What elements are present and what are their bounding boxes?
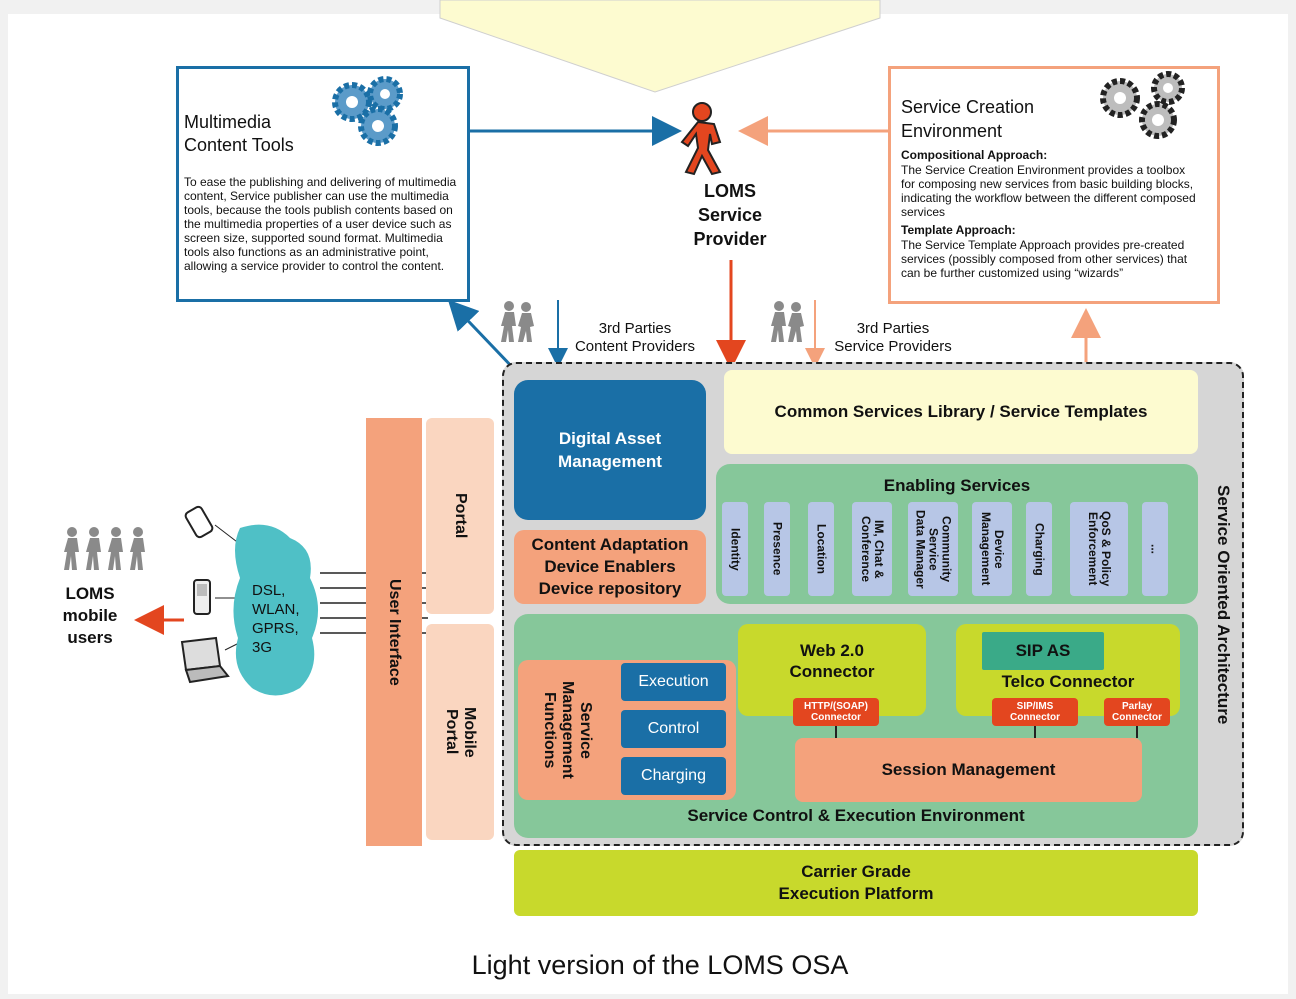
- sip-ims-connector[interactable]: SIP/IMS Connector: [992, 698, 1078, 726]
- top-callout-shape: [439, 0, 881, 93]
- multimedia-tools-box: [176, 66, 470, 302]
- carrier-label-2: Execution Platform: [778, 884, 934, 903]
- content-adaptation-label-2: Device Enablers: [544, 557, 676, 576]
- user-interface-bar[interactable]: User Interface: [366, 418, 422, 846]
- mobile-portal-box[interactable]: Mobile Portal: [426, 624, 494, 840]
- enabling-services-title: Enabling Services: [883, 476, 1031, 495]
- content-providers-people-icon: [501, 301, 534, 342]
- sip-ims-label-1: SIP/IMS: [1016, 701, 1054, 712]
- smartphone-icon: [193, 579, 211, 615]
- enabling-service-im-chat[interactable]: IM, Chat &Conference: [852, 502, 892, 596]
- session-management-label: Session Management: [881, 760, 1056, 779]
- multimedia-tools-title-2: Content Tools: [184, 135, 294, 155]
- dam-label-2: Management: [558, 452, 662, 471]
- smf-label-2: Management: [559, 681, 576, 779]
- enabling-service-charging[interactable]: Charging: [1026, 502, 1052, 596]
- carrier-label-1: Carrier Grade: [801, 862, 911, 881]
- provider-label-1: LOMS: [704, 181, 756, 201]
- execution-button[interactable]: Execution: [621, 663, 726, 701]
- http-connector-label-2: Connector: [811, 712, 861, 723]
- web20-label-1: Web 2.0: [800, 641, 864, 660]
- sip-as-box[interactable]: SIP AS: [982, 632, 1104, 670]
- sce-template-text: The Service Template Approach provides p…: [901, 238, 1188, 280]
- figure-caption: Light version of the LOMS OSA: [471, 950, 849, 980]
- users-label-3: users: [67, 628, 113, 647]
- enabling-service-location[interactable]: Location: [808, 502, 834, 596]
- service-providers-people-icon: [771, 301, 804, 342]
- users-label-2: mobile: [62, 606, 118, 625]
- sce-compositional-heading: Compositional Approach:: [901, 148, 1048, 162]
- digital-asset-management-box[interactable]: Digital Asset Management: [514, 380, 706, 520]
- carrier-grade-platform-box[interactable]: Carrier Grade Execution Platform: [514, 850, 1198, 916]
- provider-label-2: Service: [697, 205, 763, 225]
- users-label-1: LOMS: [65, 584, 115, 603]
- smf-label-wrapper: Service Management Functions: [524, 664, 610, 796]
- content-providers-label-2: Content Providers: [574, 338, 696, 355]
- http-connector-label-1: HTTP/(SOAP): [804, 701, 868, 712]
- scee-label: Service Control & Execution Environment: [687, 806, 1025, 825]
- laptop-icon: [180, 636, 230, 684]
- service-providers-label-1: 3rd Parties: [856, 320, 930, 337]
- charging-button[interactable]: Charging: [621, 757, 726, 795]
- user-interface-label: User Interface: [386, 578, 403, 686]
- enabling-service-more[interactable]: ...: [1142, 502, 1168, 596]
- network-label-2: WLAN,: [252, 601, 300, 618]
- mobile-phone-icon: [184, 505, 214, 539]
- sce-compositional-text: The Service Creation Environment provide…: [901, 163, 1196, 219]
- parlay-connector[interactable]: Parlay Connector: [1104, 698, 1170, 726]
- sce-title-1: Service Creation: [901, 97, 1035, 117]
- soa-label: Service Oriented Architecture: [1214, 485, 1233, 725]
- session-management-box[interactable]: Session Management: [795, 738, 1142, 802]
- portal-label: Portal: [452, 493, 469, 539]
- common-services-box[interactable]: Common Services Library / Service Templa…: [724, 370, 1198, 454]
- soa-label-wrapper: Service Oriented Architecture: [1205, 430, 1241, 780]
- web20-connector-box[interactable]: Web 2.0 Connector: [738, 624, 926, 716]
- mobile-portal-label-2: Portal: [443, 709, 460, 755]
- http-soap-connector[interactable]: HTTP/(SOAP) Connector: [793, 698, 879, 726]
- dam-label-1: Digital Asset: [558, 429, 662, 448]
- mobile-portal-label-1: Mobile: [461, 706, 478, 758]
- mobile-users-people-icon: [64, 527, 145, 570]
- enabling-service-presence[interactable]: Presence: [764, 502, 790, 596]
- multimedia-tools-title-1: Multimedia: [184, 112, 272, 132]
- network-label-3: GPRS,: [252, 620, 299, 637]
- portal-box[interactable]: Portal: [426, 418, 494, 614]
- smf-label-1: Service: [577, 701, 594, 759]
- sip-ims-label-2: Connector: [1010, 712, 1060, 723]
- multimedia-tools-description: To ease the publishing and delivering of…: [184, 175, 457, 273]
- gray-gears-icon: [1100, 71, 1185, 139]
- content-adaptation-label-1: Content Adaptation: [531, 535, 689, 554]
- common-services-label: Common Services Library / Service Templa…: [774, 402, 1148, 421]
- service-providers-label-2: Service Providers: [834, 338, 952, 355]
- arrow-dam-to-tools: [447, 299, 517, 372]
- web20-label-2: Connector: [789, 662, 875, 681]
- service-provider-person-icon: [680, 102, 722, 176]
- provider-label-3: Provider: [693, 229, 767, 249]
- content-adaptation-box[interactable]: Content Adaptation Device Enablers Devic…: [514, 530, 706, 604]
- parlay-label-2: Connector: [1112, 712, 1162, 723]
- parlay-label-1: Parlay: [1121, 701, 1153, 712]
- control-button[interactable]: Control: [621, 710, 726, 748]
- network-label-4: 3G: [252, 639, 273, 656]
- network-cloud-shape: [233, 524, 319, 696]
- telco-connector-label: Telco Connector: [1001, 672, 1135, 691]
- smf-label-3: Functions: [541, 691, 558, 769]
- sce-template-heading: Template Approach:: [901, 223, 1016, 237]
- enabling-service-identity[interactable]: Identity: [722, 502, 748, 596]
- content-adaptation-label-3: Device repository: [538, 579, 682, 598]
- content-providers-label-1: 3rd Parties: [598, 320, 672, 337]
- sce-title-2: Environment: [901, 121, 1003, 141]
- blue-gears-icon: [332, 76, 403, 146]
- network-label-1: DSL,: [252, 582, 286, 599]
